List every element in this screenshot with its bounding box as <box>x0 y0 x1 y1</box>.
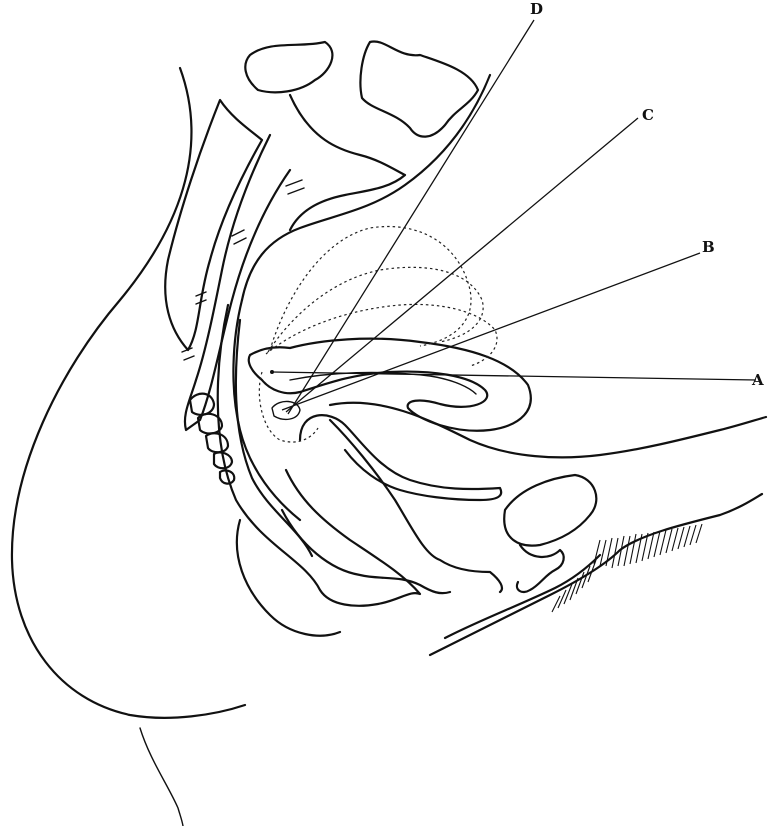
symphysis-hook <box>517 545 564 592</box>
label-d: D <box>530 2 543 17</box>
label-a: A <box>752 373 764 388</box>
labial-contour <box>445 555 600 638</box>
anal-canal <box>237 520 340 636</box>
label-c: C <box>642 108 654 123</box>
sacrum-inner <box>185 135 290 430</box>
leader-line-d <box>288 20 534 414</box>
label-b: B <box>702 240 715 255</box>
posterior-wall-curve <box>290 95 405 230</box>
body-outline <box>12 68 245 718</box>
pubic-hair-hatching <box>552 524 702 612</box>
sacral-marks <box>182 180 304 360</box>
bladder-loop <box>300 415 501 500</box>
vertebra-lower <box>360 41 478 136</box>
leader-line-c <box>286 118 638 412</box>
perineal-contour <box>430 494 762 655</box>
symphysis-outline <box>504 475 596 546</box>
vertebra-upper <box>245 42 332 92</box>
anterior-abdominal-wall <box>330 403 766 458</box>
uterus-body <box>249 339 531 431</box>
thigh-outline <box>140 728 183 826</box>
leader-line-b <box>282 253 700 410</box>
coccyx-segment-3 <box>206 433 228 452</box>
vaginal-canal <box>330 420 502 592</box>
